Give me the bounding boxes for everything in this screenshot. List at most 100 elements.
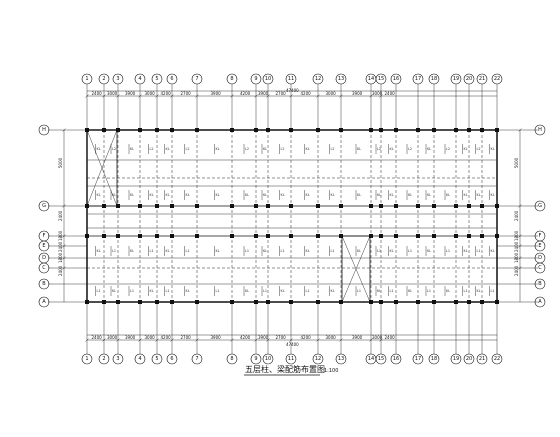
column (85, 204, 89, 208)
side-dimension: 5000 (58, 157, 63, 168)
column (432, 204, 436, 208)
column (316, 234, 320, 238)
overall-dimension-bottom: 47400 (286, 342, 299, 347)
column (467, 128, 471, 132)
beam-label: KL (245, 193, 249, 197)
column (155, 300, 159, 304)
column (195, 128, 199, 132)
beam-label: KL (216, 249, 220, 253)
column (454, 234, 458, 238)
column (369, 300, 373, 304)
axis-label-top: 21 (479, 76, 485, 82)
beam-label: KL (477, 289, 481, 293)
column (230, 234, 234, 238)
column (339, 234, 343, 238)
axis-grid (48, 84, 538, 354)
overall-dimension-top: 47400 (286, 88, 299, 93)
beam-label: KL (464, 147, 468, 151)
column (316, 204, 320, 208)
column (266, 300, 270, 304)
axis-label-bottom: 1 (85, 356, 88, 362)
axis-label-top: 9 (254, 76, 257, 82)
column (102, 128, 106, 132)
axis-label-right: D (538, 255, 542, 261)
beam-label: L2 (446, 147, 450, 151)
column (467, 234, 471, 238)
axis-label-bottom: 19 (453, 356, 459, 362)
axis-label-top: 10 (265, 76, 271, 82)
column (116, 234, 120, 238)
beam-label: L2 (408, 147, 412, 151)
column (467, 204, 471, 208)
column (495, 234, 499, 238)
axis-label-bottom: 9 (254, 356, 257, 362)
axis-label-top: 12 (315, 76, 321, 82)
column (379, 300, 383, 304)
bay-dimension: 2400 (92, 91, 103, 96)
column (155, 128, 159, 132)
bay-dimension: 3900 (258, 335, 269, 340)
axis-label-right: A (538, 299, 542, 305)
beam-label: L2 (377, 147, 381, 151)
column (155, 234, 159, 238)
axis-label-bottom: 20 (466, 356, 472, 362)
axis-label-left: C (42, 265, 46, 271)
bay-dimension: 3900 (125, 335, 136, 340)
bay-dimension: 3000 (145, 91, 156, 96)
drawing-title: 五层柱、梁配筋布置图 (245, 364, 325, 374)
drawing-scale: 1:100 (324, 368, 338, 374)
column (316, 128, 320, 132)
beam-label: L1 (112, 249, 116, 253)
beam-label: L1 (166, 289, 170, 293)
column (254, 234, 258, 238)
columns (85, 128, 499, 304)
beam-label: KL (166, 193, 170, 197)
beam-label: KL (306, 249, 310, 253)
beam-label: KL (216, 193, 220, 197)
building-outline (86, 129, 498, 303)
column (116, 300, 120, 304)
axis-label-left: B (42, 281, 46, 287)
axis-label-top: 13 (338, 76, 344, 82)
bay-dimension: 3000 (145, 335, 156, 340)
column (432, 234, 436, 238)
beam-label: KL (427, 249, 431, 253)
bay-dimension: 3000 (372, 91, 383, 96)
beam-label: L1 (281, 249, 285, 253)
beam-label: L1 (477, 249, 481, 253)
axis-label-bottom: 11 (288, 356, 294, 362)
column (432, 128, 436, 132)
beam-label: KL (306, 147, 310, 151)
axis-label-left: E (42, 243, 45, 249)
beam-label: KL (166, 249, 170, 253)
column (416, 128, 420, 132)
column (379, 128, 383, 132)
column (495, 128, 499, 132)
beam-label: KL (245, 289, 249, 293)
side-dimension: 2400 (514, 241, 519, 252)
column (195, 234, 199, 238)
axis-label-top: 8 (230, 76, 233, 82)
axis-label-top: 18 (431, 76, 437, 82)
column (195, 204, 199, 208)
beam-label: KL (390, 147, 394, 151)
column (416, 300, 420, 304)
axis-label-right: F (539, 233, 542, 239)
column (138, 204, 142, 208)
beam-label: KL (446, 193, 450, 197)
beam-label: L1 (446, 249, 450, 253)
axis-label-bottom: 4 (138, 356, 141, 362)
beam-label: L1 (377, 249, 381, 253)
beam-label: L1 (263, 289, 267, 293)
column (230, 300, 234, 304)
beam-label: KL (130, 147, 134, 151)
beam-tags: KLKLKLL1L2KLL1KLKLKLKLL1L2KLL1KLKLKLKLL1… (95, 144, 495, 296)
stair-right-cross-b (341, 235, 371, 303)
beam-label: L1 (186, 249, 190, 253)
axis-label-left: H (42, 127, 46, 133)
column (432, 300, 436, 304)
beam-label: L1 (150, 249, 154, 253)
beam-label: KL (112, 193, 116, 197)
axis-label-bottom: 22 (494, 356, 500, 362)
